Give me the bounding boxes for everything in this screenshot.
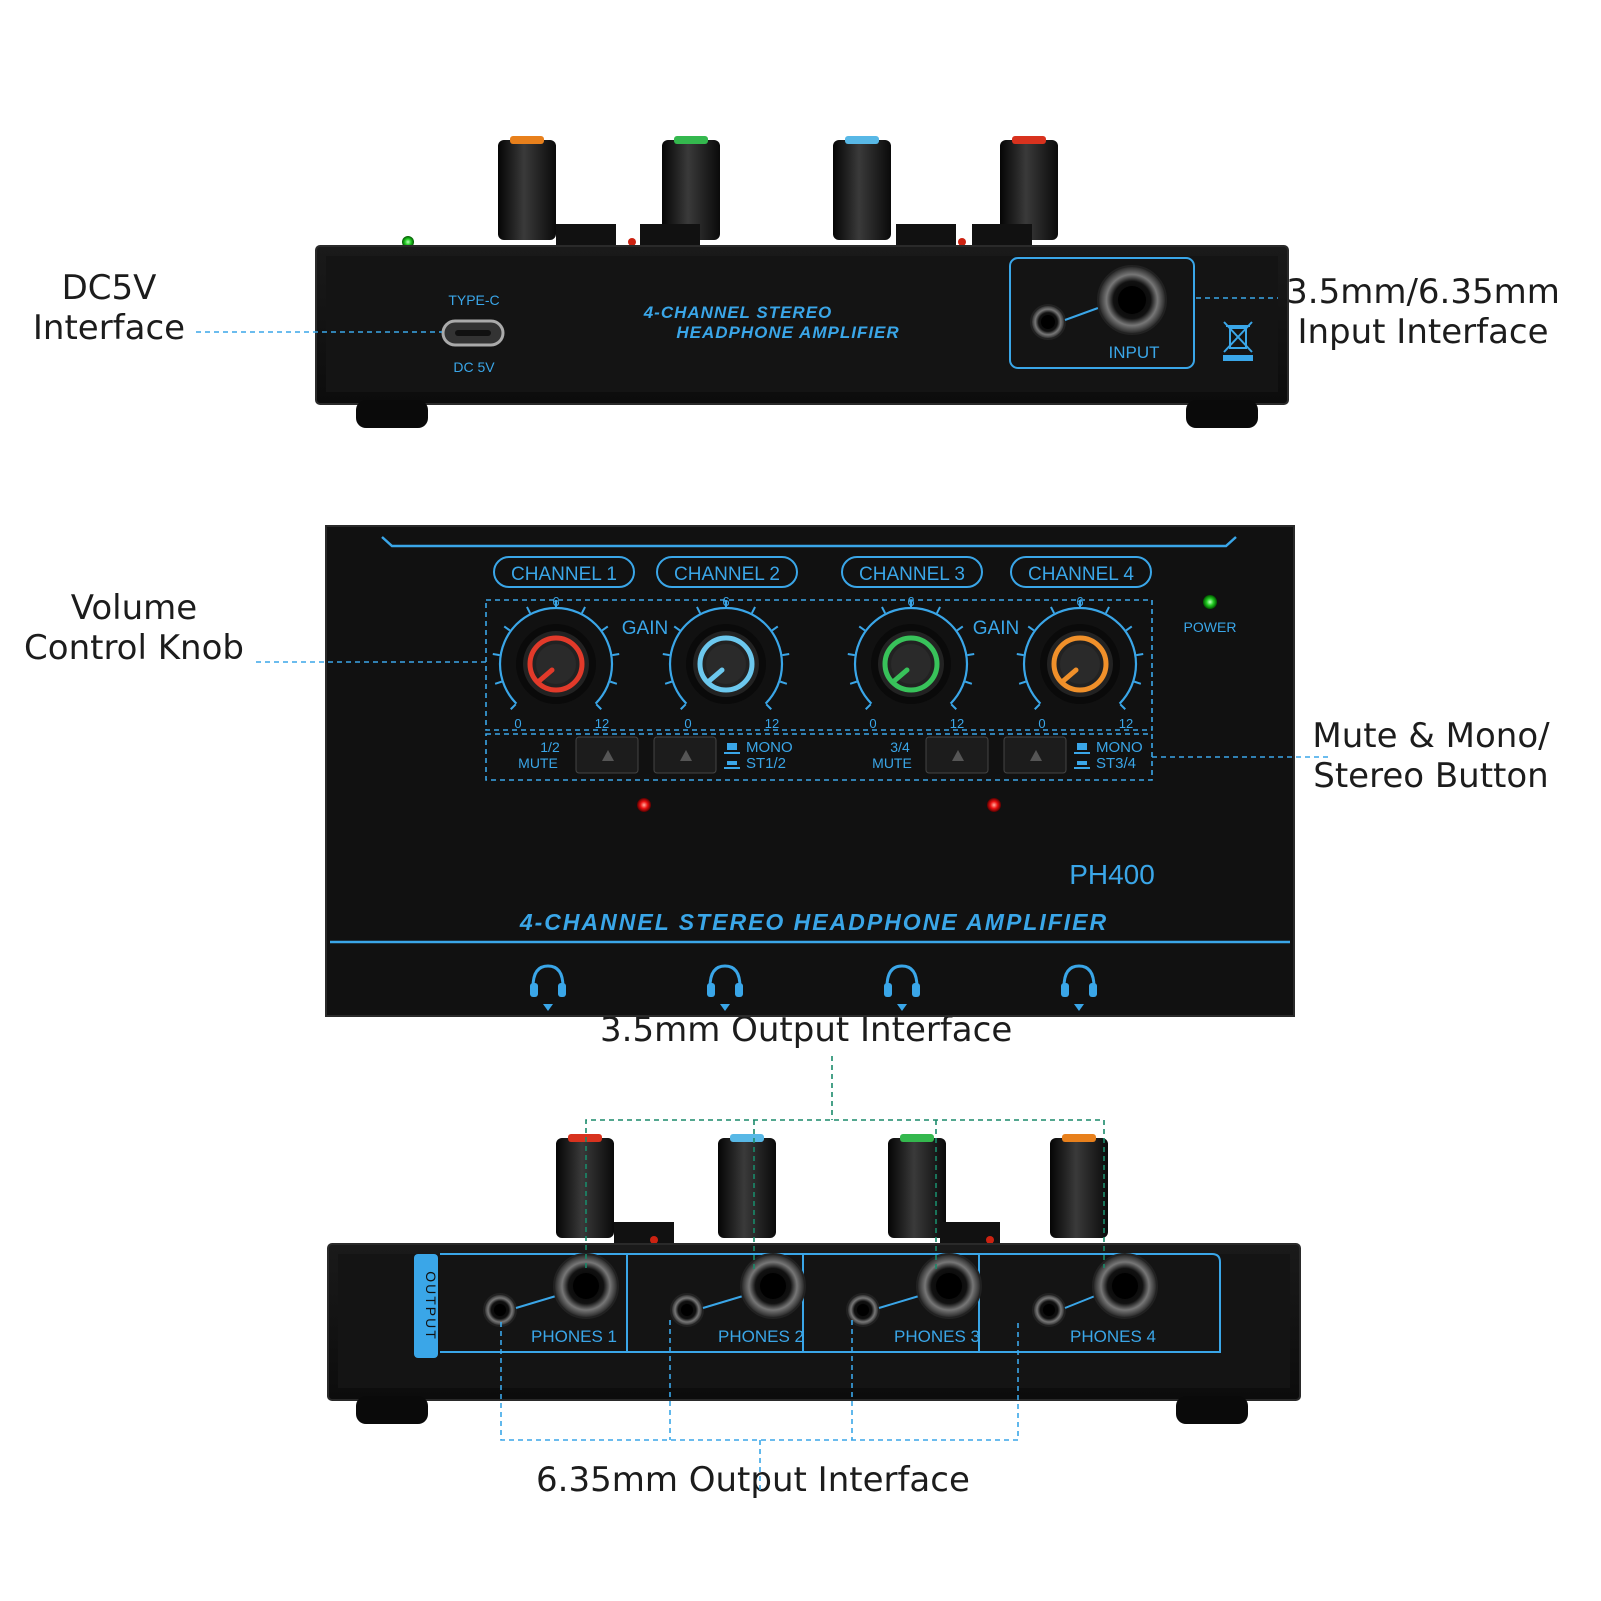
phones-label-2: PHONES 2 [718,1327,804,1346]
callout-volume-line1: Volume [70,588,198,628]
callout-out635: 6.35mm Output Interface [536,1460,970,1500]
headphone-icon [707,964,743,1011]
volume-knob-2[interactable]: 6 0 12 [662,594,790,731]
crossed-bin-icon [1223,321,1253,361]
callout-volume-line2: Control Knob [24,628,244,668]
callout-mute-line1: Mute & Mono/ [1312,716,1550,756]
scale-min: 0 [1038,716,1045,731]
knob-group-frame [485,599,1153,731]
gain-label-2: GAIN [973,618,1019,639]
channel-pill-3 [841,556,983,588]
callout-input-line2: Input Interface [1297,312,1549,352]
rear-knobs [402,136,1058,248]
mute12-top: 1/2 [540,739,560,755]
callout-input: 3.5mm/6.35mm Input Interface [1278,272,1568,352]
dc5v-label: DC 5V [453,359,495,375]
mono-label-1: MONO [746,739,793,756]
callout-volume: Volume Control Knob [14,588,254,668]
callout-mute: Mute & Mono/ Stereo Button [1296,716,1566,796]
headphone-icon [1061,964,1097,1011]
mono-label-2: MONO [1096,739,1143,756]
power-label: POWER [1184,619,1237,635]
st12-label: ST1/2 [746,755,786,772]
typec-label: TYPE-C [448,292,499,308]
rear-title-line1: 4-CHANNEL STEREO [643,303,833,322]
top-body [325,525,1295,1017]
scale-max: 12 [765,716,779,731]
top-view: CHANNEL 1 CHANNEL 2 CHANNEL 3 CHANNEL 4 6 0 1… [325,525,1295,1017]
callout-dc5v: DC5V Interface [24,268,194,348]
scale-mid: 6 [722,594,729,609]
mute12-bottom: MUTE [518,755,558,771]
input-label: INPUT [1109,343,1160,362]
callout-dc5v-line2: Interface [32,308,186,348]
volume-knob-4[interactable]: 6 0 12 [1016,594,1144,731]
volume-knob-3[interactable]: 6 0 12 [847,594,975,731]
callout-lines-bottom-b [500,1320,1019,1490]
headphone-icon [530,964,566,1011]
gain-label-1: GAIN [622,618,668,639]
scale-max: 12 [595,716,609,731]
channel-label-1: CHANNEL 1 [511,564,617,585]
channel-pill-4 [1010,556,1152,588]
headphone-icons [530,964,1097,1011]
callout-lines-mid [256,661,1330,758]
scale-min: 0 [514,716,521,731]
channel-labels: CHANNEL 1 CHANNEL 2 CHANNEL 3 CHANNEL 4 [493,556,1152,588]
power-led [1203,595,1217,609]
phones-2-outputs: PHONES 2 [670,1253,806,1346]
channel-pill-2 [656,556,798,588]
mute34-bottom: MUTE [872,755,912,771]
output-label: OUTPUT [423,1271,439,1341]
phones-jacks: PHONES 1 PHONES 2 PHONES 3 PHONES 4 [483,1253,1158,1346]
callout-input-line1: 3.5mm/6.35mm [1286,272,1560,312]
mute-led-2 [987,798,1001,812]
rear-title-line2: HEADPHONE AMPLIFIER [676,323,899,342]
scale-min: 0 [869,716,876,731]
callout-dc5v-line1: DC5V [61,268,157,308]
channel-label-3: CHANNEL 3 [859,564,965,585]
scale-max: 12 [1119,716,1133,731]
phones-4-outputs: PHONES 4 [1032,1253,1158,1346]
channel-pill-1 [493,556,635,588]
callout-mute-line2: Stereo Button [1313,756,1549,796]
scale-mid: 6 [1076,594,1083,609]
front-view: OUTPUT PHONES 1 PHONES 2 PHONES 3 PHONES 4 [327,1134,1301,1424]
top-title: 4-CHANNEL STEREO HEADPHONE AMPLIFIER [519,909,1108,935]
scale-min: 0 [684,716,691,731]
scale-mid: 6 [552,594,559,609]
front-knobs [556,1134,1108,1246]
st34-label: ST3/4 [1096,755,1136,772]
scale-mid: 6 [907,594,914,609]
output-tag [414,1254,438,1358]
scale-max: 12 [950,716,964,731]
phones-label-3: PHONES 3 [894,1327,980,1346]
headphone-icon [884,964,920,1011]
rear-view: TYPE-C DC 5V 4-CHANNEL STEREO HEADPHONE … [315,136,1289,428]
channel-label-2: CHANNEL 2 [674,564,780,585]
mute34-top: 3/4 [890,739,910,755]
input-frame [1009,257,1195,369]
callout-lines-top [196,297,1278,333]
model-label: PH400 [1069,859,1155,890]
mute-led-1 [637,798,651,812]
channel-label-4: CHANNEL 4 [1028,564,1134,585]
phones-3-outputs: PHONES 3 [846,1253,982,1346]
callout-lines-bottom [585,1056,1105,1272]
volume-knob-1[interactable]: 6 0 12 [492,594,620,731]
knobs: 6 0 12 6 0 12 6 0 12 6 0 12 [492,594,1144,731]
phones-label-4: PHONES 4 [1070,1327,1156,1346]
phones-label-1: PHONES 1 [531,1327,617,1346]
